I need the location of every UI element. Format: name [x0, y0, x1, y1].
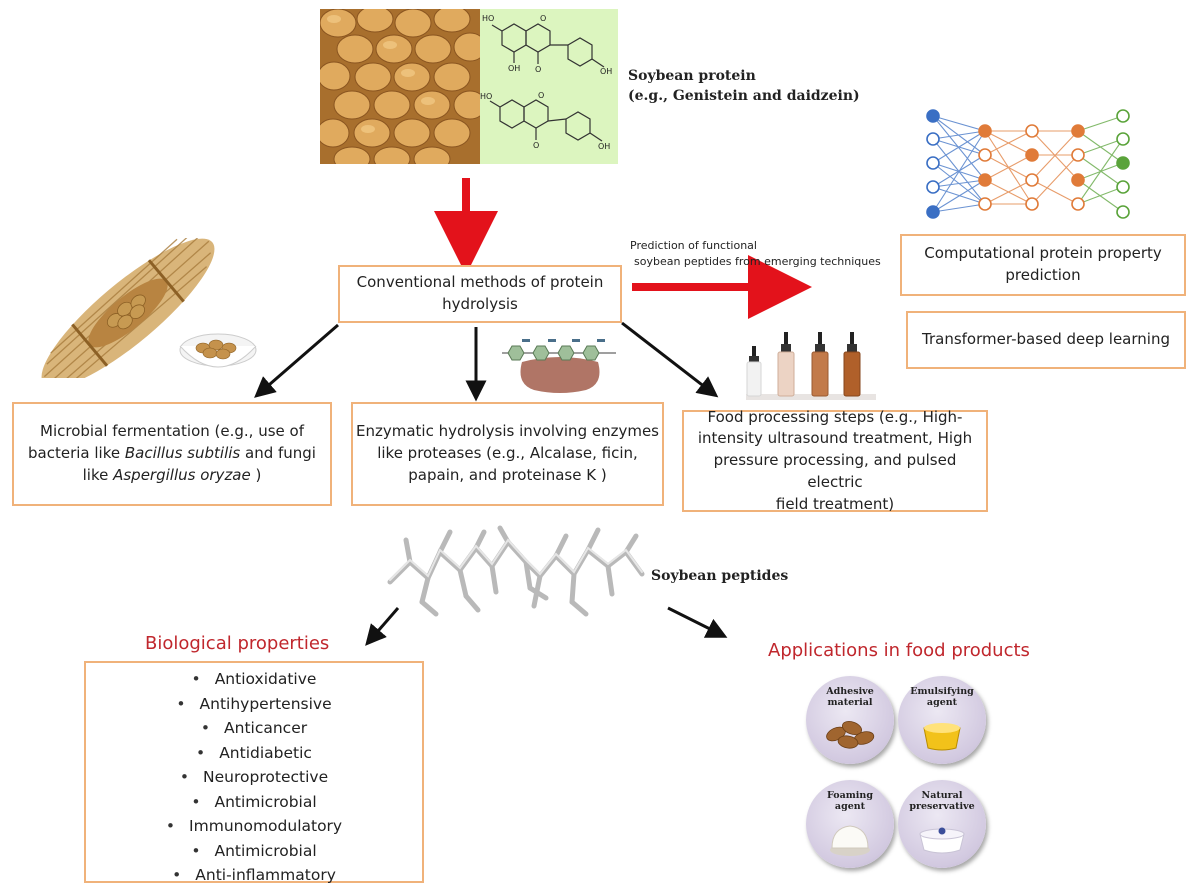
transformer-box-text: Transformer-based deep learning	[922, 330, 1170, 349]
transformer-box: Transformer-based deep learning	[906, 311, 1186, 369]
microbial-line2: bacteria like Bacillus subtilis and fung…	[28, 443, 316, 465]
biological-properties-box: Antioxidative Antihypertensive Anticance…	[84, 661, 424, 884]
microbial-fermentation-box: Microbial fermentation (e.g., use of bac…	[12, 402, 332, 506]
food-line3: pressure processing, and pulsed electric	[713, 451, 957, 491]
list-item: Immunomodulatory	[166, 814, 342, 839]
chem-label-ho: HO	[480, 92, 493, 101]
microbial-line2-a: bacteria like	[28, 444, 125, 463]
enzymatic-hydrolysis-box: Enzymatic hydrolysis involving enzymes l…	[351, 402, 664, 506]
biological-properties-list: Antioxidative Antihypertensive Anticance…	[166, 667, 342, 888]
foaming-label: Foaming agent	[806, 790, 894, 812]
chem-label-oh: OH	[508, 64, 521, 73]
prediction-label-line1: Prediction of functional	[630, 239, 757, 252]
microbial-line3: like Aspergillus oryzae )	[28, 465, 316, 487]
prediction-label: Prediction of functional soybean peptide…	[630, 238, 881, 270]
emulsifying-line2: agent	[926, 697, 958, 708]
list-item: Antioxidative	[166, 667, 342, 692]
foaming-agent-circle: Foaming agent	[806, 780, 894, 868]
microbial-line3-b: )	[250, 465, 262, 484]
enzymatic-line3: papain, and proteinase K )	[408, 465, 607, 484]
emulsifying-label: Emulsifying agent	[898, 686, 986, 708]
arrow-to-microbial	[254, 323, 339, 398]
enzymatic-line2: like proteases (e.g., Alcalase, ficin,	[377, 444, 638, 463]
adhesive-line1: Adhesive	[826, 686, 874, 697]
chem-label-o: O	[540, 14, 547, 23]
computational-box-line2: prediction	[1005, 266, 1081, 284]
food-line4: field treatment)	[775, 494, 895, 513]
arrow-to-biological	[365, 607, 400, 646]
foam-icon	[830, 825, 870, 856]
chem-label-ho: HO	[482, 14, 495, 23]
prediction-label-line2: soybean peptides from emerging technique…	[634, 255, 881, 268]
soybean-protein-examples: (e.g., Genistein and daidzein)	[628, 88, 860, 104]
serum-bottles-photo	[746, 332, 876, 400]
microbial-line1: Microbial fermentation (e.g., use of	[40, 422, 304, 441]
soybean-protein-label: Soybean protein (e.g., Genistein and dai…	[628, 66, 860, 106]
enzyme-peptide-icon	[502, 339, 616, 393]
food-line2: intensity ultrasound treatment, High	[697, 429, 973, 448]
foaming-line2: agent	[834, 801, 866, 812]
conventional-methods-box: Conventional methods of protein hydrolys…	[338, 265, 622, 323]
food-processing-box: Food processing steps (e.g., High- inten…	[682, 407, 988, 513]
aspergillus-name: Aspergillus oryzae	[113, 465, 251, 484]
list-item: Anticancer	[166, 716, 342, 741]
list-item: Antidiabetic	[166, 741, 342, 766]
list-item: Neuroprotective	[166, 765, 342, 790]
chem-label-oh: OH	[600, 67, 613, 76]
soybean-peptides-label: Soybean peptides	[651, 568, 789, 584]
soybeans-photo	[320, 9, 480, 164]
oil-icon	[923, 723, 961, 751]
soybean-protein-title: Soybean protein	[628, 68, 756, 84]
adhesive-line2: material	[827, 697, 873, 708]
microbial-line3-a: like	[82, 465, 114, 484]
chem-label-oh: OH	[598, 142, 611, 151]
nuts-icon	[826, 721, 875, 749]
conventional-methods-line2: hydrolysis	[442, 295, 518, 313]
list-item: Anti-inflammatory	[166, 863, 342, 888]
list-item: Antimicrobial	[166, 839, 342, 864]
emulsifying-line1: Emulsifying	[910, 686, 974, 697]
bacillus-name: Bacillus subtilis	[124, 444, 241, 463]
list-item: Antihypertensive	[166, 692, 342, 717]
isoflavone-structures: HO O OH O OH HO O O OH	[480, 9, 618, 164]
food-application-circles: Adhesive material Emulsifying agent Foam…	[806, 676, 1006, 876]
chem-label-o: O	[533, 141, 540, 150]
peptide-3d-structure	[387, 525, 645, 617]
preservative-line1: Natural	[921, 790, 963, 801]
natto-bundle-photo	[41, 238, 257, 378]
computational-box-line1: Computational protein property	[924, 244, 1162, 263]
microbial-line2-b: and fungi	[240, 444, 316, 463]
adhesive-material-circle: Adhesive material	[806, 676, 894, 764]
chem-label-o: O	[535, 65, 542, 74]
chem-label-o: O	[538, 91, 545, 100]
preservative-label: Natural preservative	[898, 790, 986, 812]
food-line1: Food processing steps (e.g., High-	[707, 407, 963, 426]
adhesive-label: Adhesive material	[806, 686, 894, 708]
list-item: Antimicrobial	[166, 790, 342, 815]
preservative-line2: preservative	[909, 801, 975, 812]
conventional-methods-line1: Conventional methods of protein	[356, 273, 604, 292]
yogurt-icon	[919, 827, 965, 854]
biological-properties-title: Biological properties	[145, 633, 330, 654]
computational-prediction-box: Computational protein property predictio…	[900, 234, 1186, 296]
enzymatic-line1: Enzymatic hydrolysis involving enzymes	[355, 422, 659, 441]
emulsifying-agent-circle: Emulsifying agent	[898, 676, 986, 764]
neural-network-icon	[926, 109, 1130, 219]
applications-title: Applications in food products	[768, 640, 1030, 661]
natural-preservative-circle: Natural preservative	[898, 780, 986, 868]
arrow-to-applications	[667, 606, 728, 638]
foaming-line1: Foaming	[827, 790, 873, 801]
arrow-to-food-processing	[621, 321, 719, 398]
